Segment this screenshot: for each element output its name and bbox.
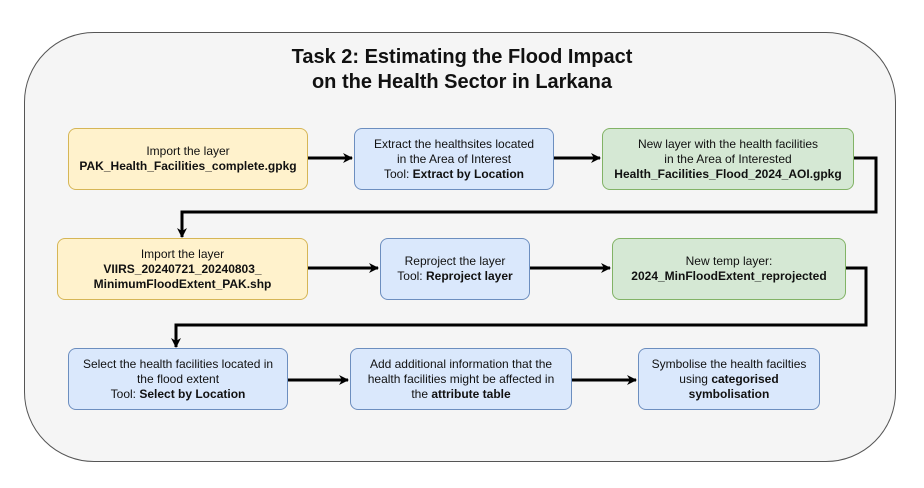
node-import-health-facilities: Import the layer PAK_Health_Facilities_c… (68, 128, 308, 190)
node-symbolise: Symbolise the health facilties using cat… (638, 348, 820, 410)
node-select-by-location: Select the health facilities located in … (68, 348, 288, 410)
title-line-1: Task 2: Estimating the Flood Impact (291, 46, 633, 68)
tool-select-by-location: Select by Location (139, 386, 246, 401)
tool-reproject-layer: Reproject layer (425, 269, 513, 283)
tool-extract-by-location: Extract by Location (412, 166, 525, 181)
flood-extent-filename-2: MinimumFloodExtent_PAK.shp (93, 276, 272, 291)
node-new-layer-aoi: New layer with the health facilities in … (602, 128, 854, 190)
temp-layer-name: 2024_MinFloodExtent_reprojected (631, 269, 827, 283)
node-import-flood-extent: Import the layer VIIRS_20240721_20240803… (57, 238, 308, 300)
arrow-newlayer-to-import2 (177, 156, 878, 238)
node-new-temp-layer: New temp layer: 2024_MinFloodExtent_repr… (612, 238, 846, 300)
flood-extent-filename-1: VIIRS_20240721_20240803_ (103, 261, 262, 276)
symbolisation-label: symbolisation (688, 386, 770, 401)
node-reproject-layer: Reproject the layer Tool: Reproject laye… (380, 238, 530, 300)
title-line-2: on the Health Sector in Larkana (311, 71, 613, 93)
aoi-layer-filename: Health_Facilities_Flood_2024_AOI.gpkg (614, 166, 842, 181)
attribute-table-label: attribute table (431, 386, 511, 401)
node-extract-by-location: Extract the healthsites located in the A… (354, 128, 554, 190)
diagram-title: Task 2: Estimating the Flood Impact on t… (224, 45, 700, 95)
health-facilities-filename: PAK_Health_Facilities_complete.gpkg (79, 159, 297, 173)
arrow-temp-to-select (171, 266, 868, 348)
node-add-attribute-info: Add additional information that the heal… (350, 348, 572, 410)
categorised-label: categorised (711, 371, 779, 386)
